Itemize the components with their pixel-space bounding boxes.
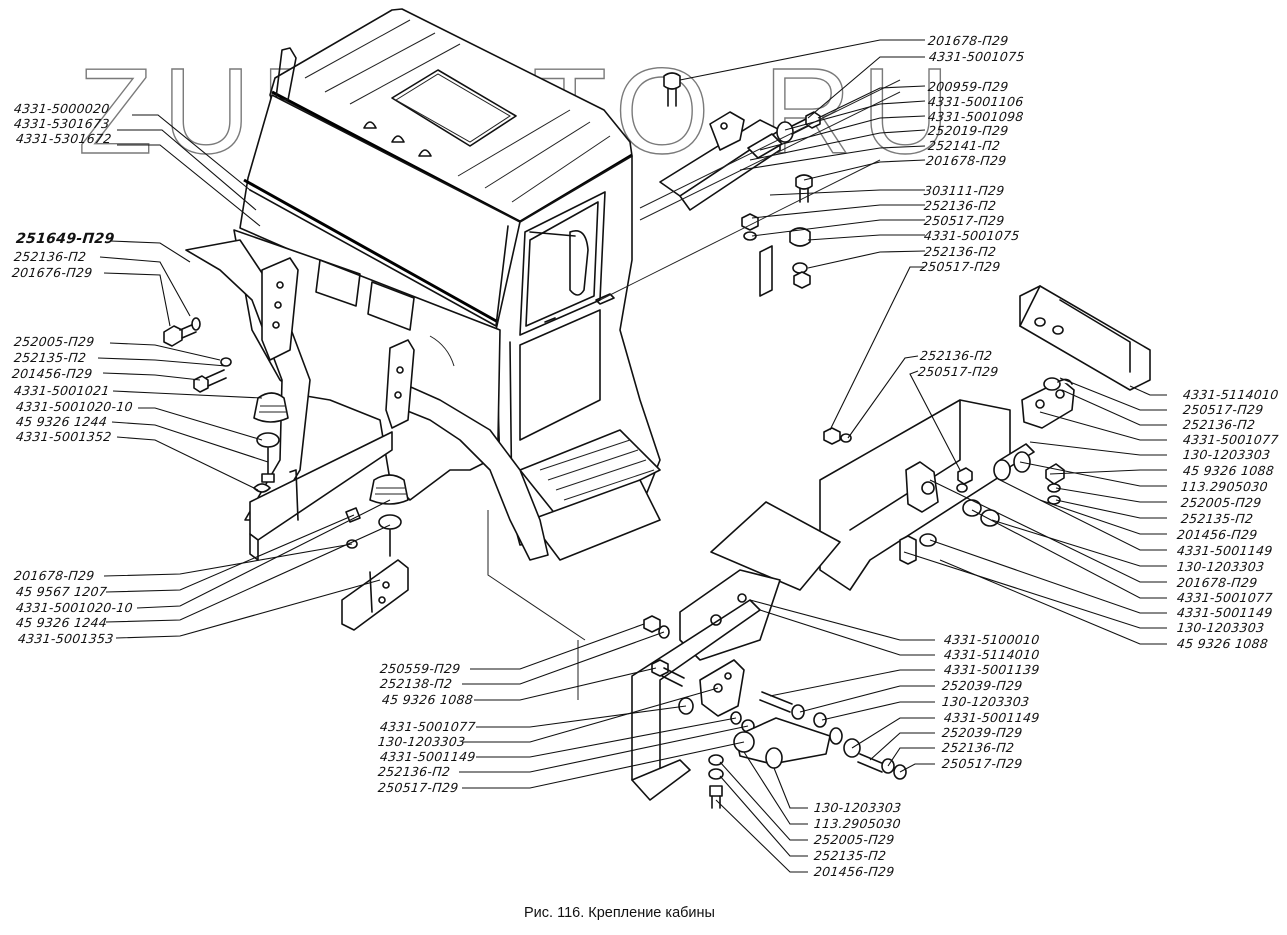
part-label: 201678-П29	[1176, 575, 1259, 590]
part-label: 252019-П29	[927, 123, 1010, 138]
part-label: 252141-П2	[927, 138, 1002, 153]
part-label: 250517-П29	[919, 259, 1002, 274]
part-label: 130-1203303	[813, 800, 903, 815]
part-label: 4331-5001021	[13, 383, 111, 398]
part-label: 45 9326 1244	[15, 615, 108, 630]
part-label: 252138-П2	[379, 676, 454, 691]
part-label: 4331-5001077	[1182, 432, 1280, 447]
part-label: 201678-П29	[925, 153, 1008, 168]
part-label: 252135-П2	[13, 350, 88, 365]
part-label: 201456-П29	[813, 864, 896, 879]
part-label: 252136-П2	[1182, 417, 1257, 432]
front-mount-left	[163, 317, 586, 700]
part-label: 252039-П29	[941, 725, 1024, 740]
part-label: 45 9567 1207	[15, 584, 108, 599]
part-label: 113.2905030	[1180, 479, 1269, 494]
part-label: 4331-5001020-10	[15, 600, 134, 615]
part-label: 201456-П29	[1176, 527, 1259, 542]
part-label: 4331-5001149	[379, 749, 477, 764]
part-label: 4331-5001139	[943, 662, 1041, 677]
cab-body	[185, 8, 661, 561]
part-label: 4331-5001149	[1176, 605, 1274, 620]
part-label: 250517-П29	[377, 780, 460, 795]
part-label: 252005-П29	[13, 334, 96, 349]
part-label: 4331-5001149	[1176, 543, 1274, 558]
part-label: 252005-П29	[1180, 495, 1263, 510]
part-label: 130-1203303	[1176, 559, 1266, 574]
part-label: 4331-5001098	[927, 109, 1025, 124]
rear-mount-right	[819, 285, 1151, 591]
part-label: 252136-П2	[919, 348, 994, 363]
part-label: 252039-П29	[941, 678, 1024, 693]
part-label: 252136-П2	[923, 244, 998, 259]
part-label: 4331-5001353	[17, 631, 115, 646]
part-label: 201678-П29	[13, 568, 96, 583]
part-label: 201676-П29	[11, 265, 94, 280]
figure-caption: Рис. 116. Крепление кабины	[524, 905, 715, 921]
part-label: 200959-П29	[927, 79, 1010, 94]
part-label: 201456-П29	[11, 366, 94, 381]
part-label: 252136-П2	[377, 764, 452, 779]
part-label: 252135-П2	[813, 848, 888, 863]
part-label: 4331-5100010	[943, 632, 1041, 647]
part-label: 45 9326 1088	[381, 692, 474, 707]
part-label: 130-1203303	[1176, 620, 1266, 635]
part-label: 251649-П29	[15, 231, 116, 247]
part-label: 250517-П29	[917, 364, 1000, 379]
part-label: 130-1203303	[377, 734, 467, 749]
part-label: 250517-П29	[923, 213, 1006, 228]
part-label: 4331-5001075	[928, 49, 1026, 64]
part-label: 4331-5001352	[15, 429, 113, 444]
part-label: 252005-П29	[813, 832, 896, 847]
part-label: 4331-5000020	[13, 101, 111, 116]
part-label: 303111-П29	[923, 183, 1006, 198]
part-label: 252136-П2	[941, 740, 1016, 755]
part-label: 45 9326 1244	[15, 414, 108, 429]
part-label: 4331-5001075	[923, 228, 1021, 243]
leader-lines	[97, 39, 1167, 873]
part-label: 4331-5301672	[15, 131, 113, 146]
part-label: 4331-5001106	[927, 94, 1025, 109]
part-label: 4331-5001149	[943, 710, 1041, 725]
rear-mount-center	[631, 501, 907, 809]
part-label: 250517-П29	[1182, 402, 1265, 417]
part-label: 130-1203303	[1182, 447, 1272, 462]
part-label: 252135-П2	[1180, 511, 1255, 526]
part-label: 4331-5001077	[379, 719, 477, 734]
part-label: 250517-П29	[941, 756, 1024, 771]
part-label: 4331-5114010	[1182, 387, 1280, 402]
rear-mount-top	[599, 72, 901, 301]
part-label: 113.2905030	[813, 816, 902, 831]
part-label: 4331-5001077	[1176, 590, 1274, 605]
part-label: 4331-5301673	[13, 116, 111, 131]
part-label: 4331-5001020-10	[15, 399, 134, 414]
part-label: 130-1203303	[941, 694, 1031, 709]
part-label: 252136-П2	[923, 198, 998, 213]
part-label: 45 9326 1088	[1182, 463, 1275, 478]
part-label: 252136-П2	[13, 249, 88, 264]
part-label: 4331-5114010	[943, 647, 1041, 662]
part-label: 45 9326 1088	[1176, 636, 1269, 651]
part-label: 201678-П29	[927, 33, 1010, 48]
part-label: 250559-П29	[379, 661, 462, 676]
